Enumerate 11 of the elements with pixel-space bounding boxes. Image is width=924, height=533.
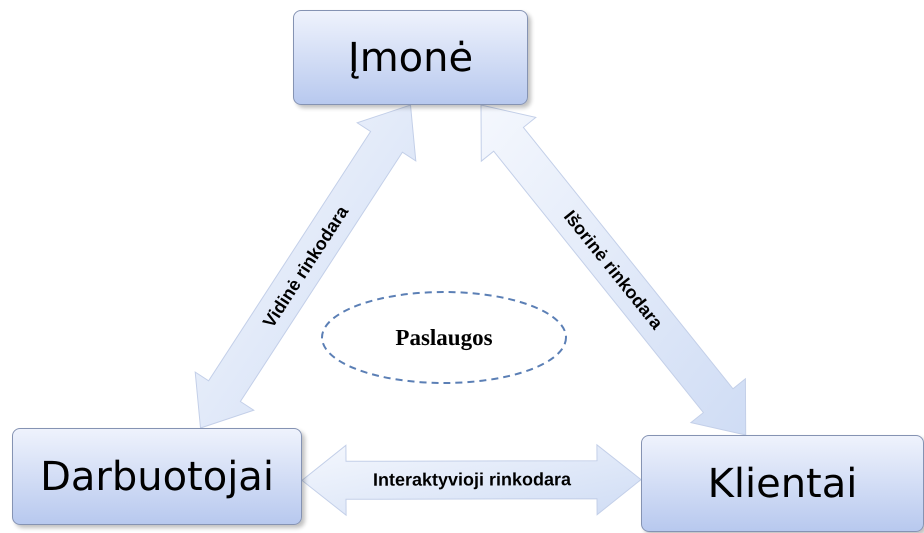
process-box: [641, 435, 924, 532]
double-block-arrow: [194, 104, 416, 429]
box-label: Įmonė: [348, 34, 474, 80]
double-block-arrow: [301, 444, 642, 516]
box-label: Darbuotojai: [40, 454, 274, 500]
edge-label: Interaktyvioji rinkodara: [372, 469, 571, 491]
double-block-arrow: [480, 104, 746, 436]
box-label: Klientai: [708, 460, 858, 506]
process-box: [12, 428, 302, 525]
node-label: Paslaugos: [395, 324, 493, 350]
process-box: [293, 10, 528, 105]
